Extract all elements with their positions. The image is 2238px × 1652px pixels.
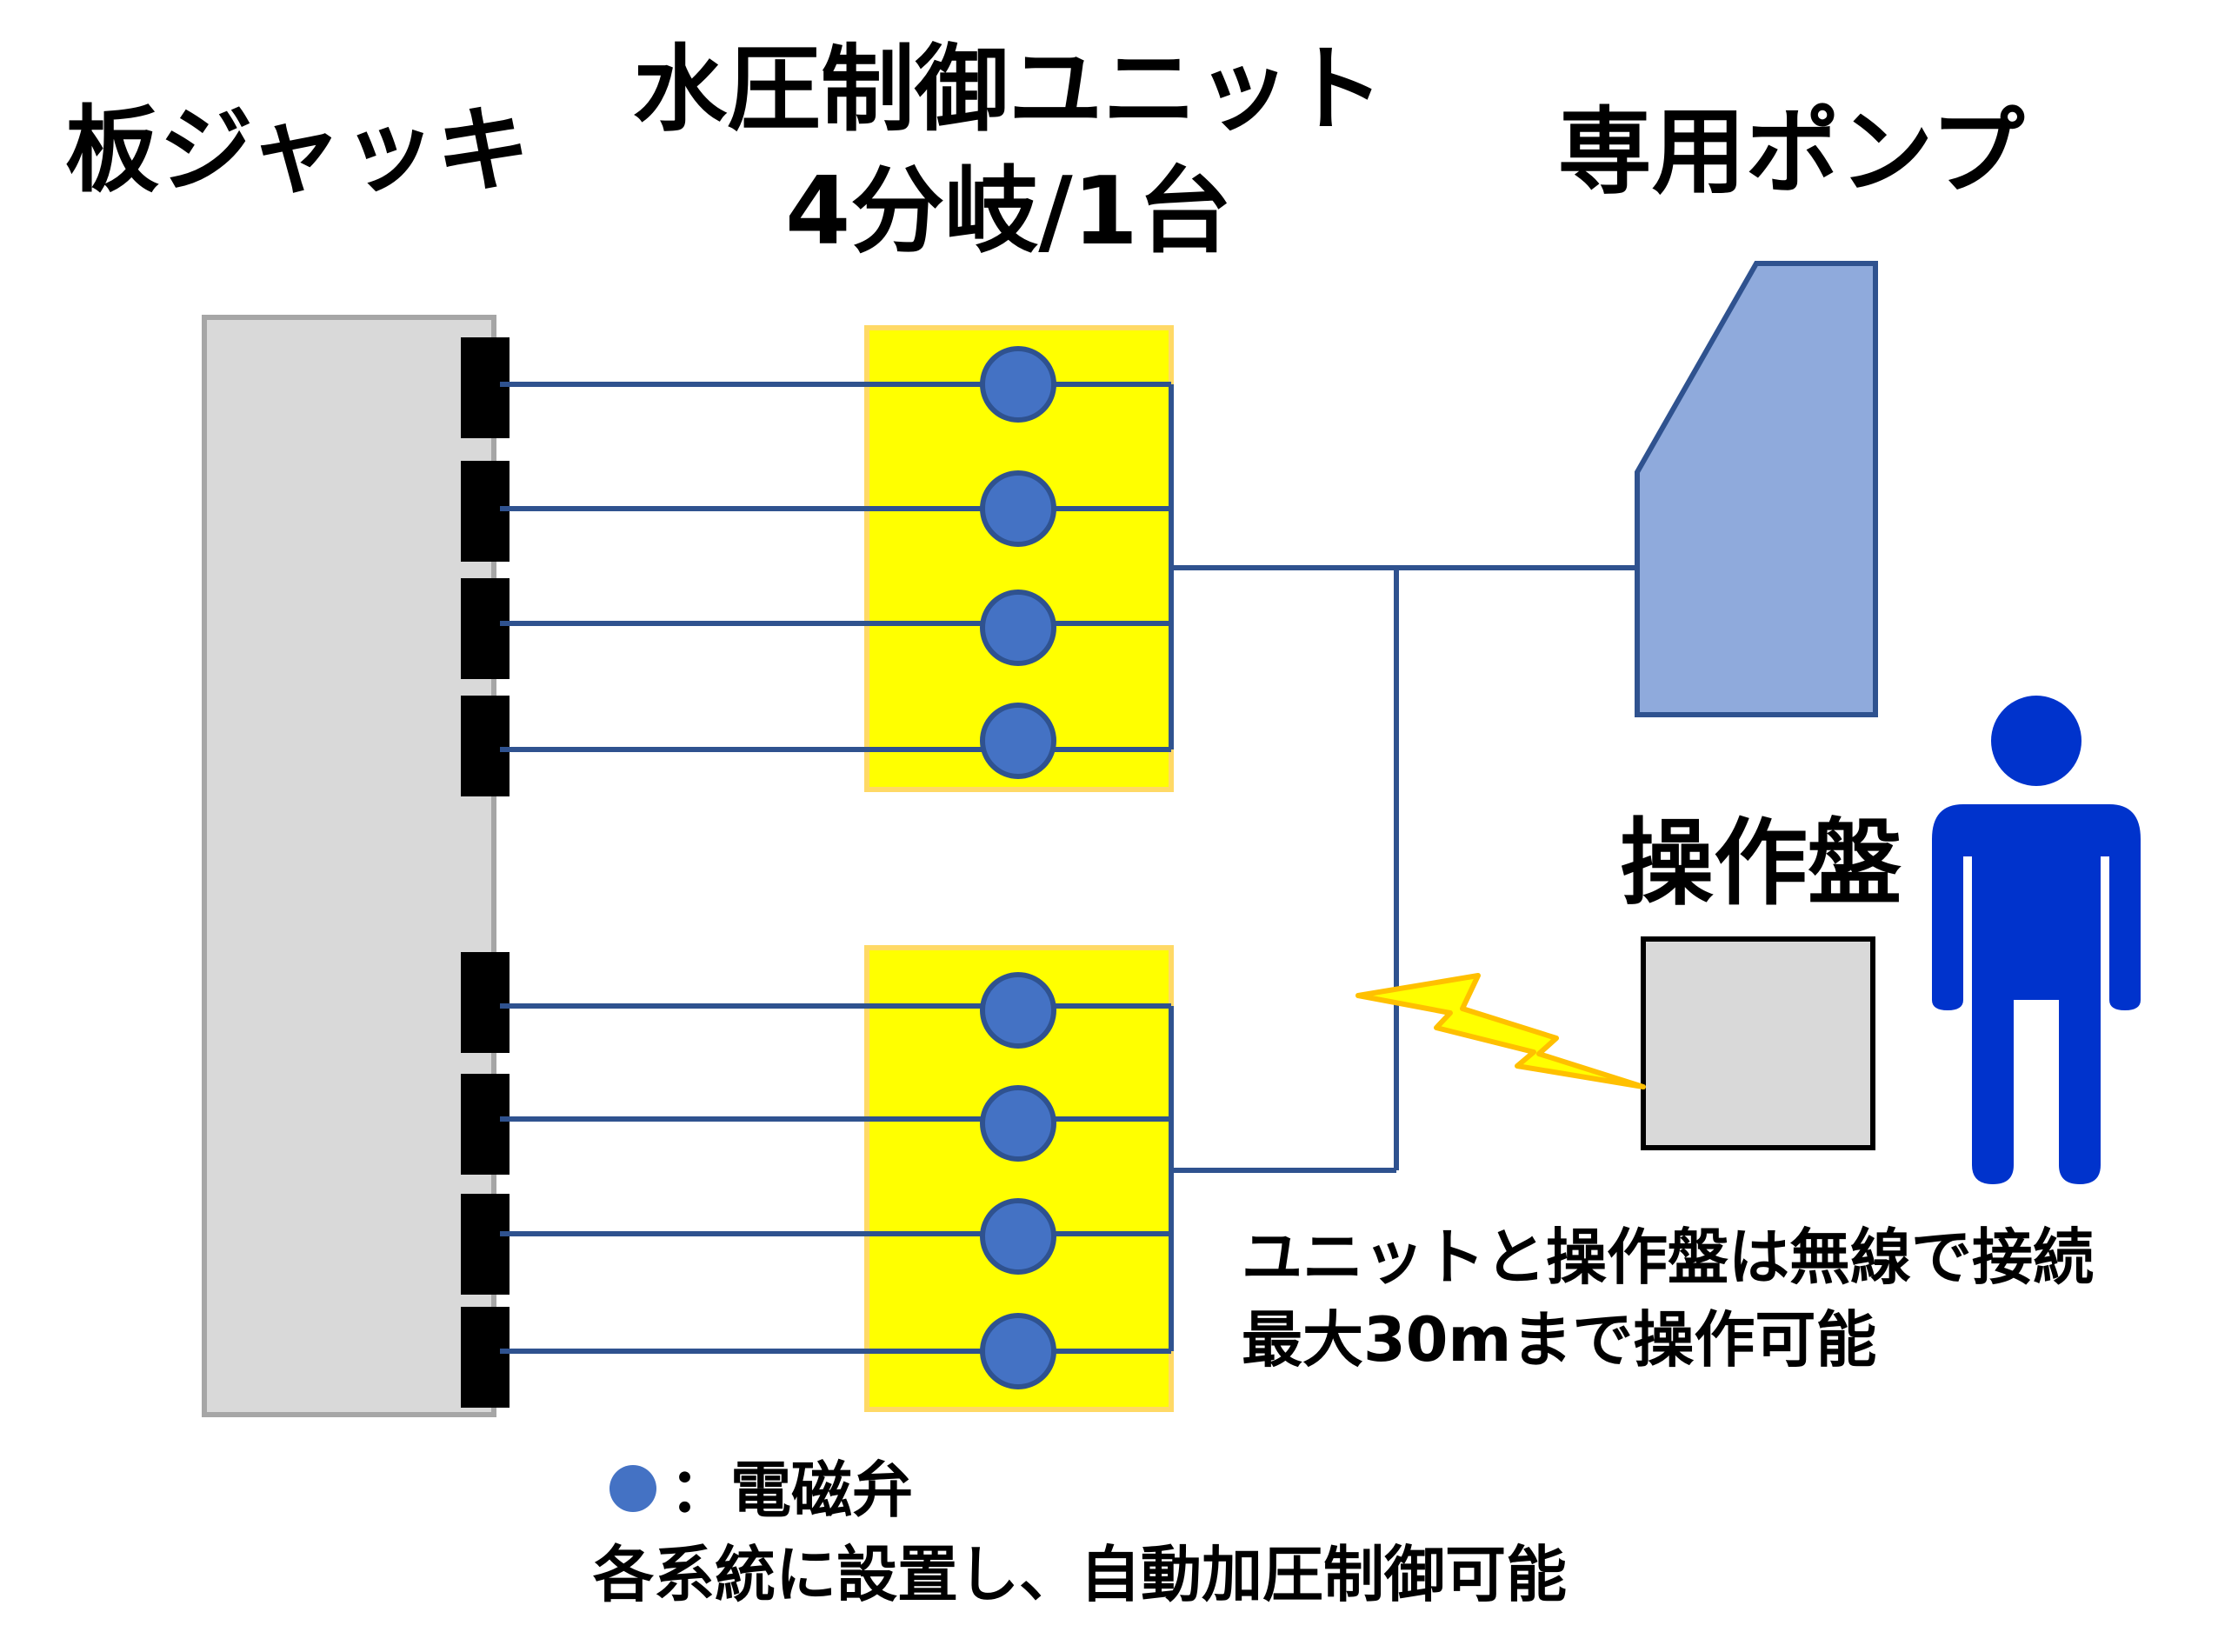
pump-shape (1635, 261, 1878, 717)
solenoid-valve-icon (980, 972, 1056, 1049)
jack-port (461, 578, 510, 679)
jack-ports (461, 337, 510, 1408)
solenoid-valve-icon (980, 1198, 1056, 1275)
control-unit-title: 水圧制御ユニット (633, 36, 1384, 144)
wireless-note: ユニットと操作盤は無線で接続 (1242, 1222, 2094, 1293)
jack-port (461, 696, 510, 796)
control-panel-box (1641, 936, 1875, 1150)
solenoid-valve-icon (980, 470, 1056, 547)
solenoid-valve-icon (980, 703, 1056, 779)
range-note: 最大30mまで操作可能 (1242, 1304, 1876, 1376)
legend-note: 各系統に設置し、自動加圧制御可能 (593, 1539, 1567, 1610)
solenoid-valve-icon (980, 1085, 1056, 1162)
pipes (500, 382, 1637, 1354)
plate-jack-title: 板ジャッキ (65, 97, 530, 205)
legend-label: ：電磁弁 (669, 1455, 913, 1526)
person-icon (1932, 696, 2141, 1184)
solenoid-valve-icon (980, 590, 1056, 666)
jack-port (461, 1307, 510, 1408)
jack-port (461, 337, 510, 438)
solenoid-valve-icon (980, 346, 1056, 423)
solenoid-valves (980, 346, 1056, 1389)
control-panel-title: 操作盤 (1620, 809, 1902, 918)
jack-port (461, 1074, 510, 1175)
solenoid-valve-icon (980, 1313, 1056, 1389)
plate-jack-body (202, 315, 496, 1417)
jack-port (461, 952, 510, 1053)
jack-port (461, 1194, 510, 1295)
lightning-icon (1355, 973, 1646, 1089)
legend-solenoid-valve-icon (609, 1465, 656, 1512)
control-unit-subtitle: 4分岐/1台 (785, 157, 1232, 266)
pump-title: 専用ポンプ (1558, 98, 2025, 207)
